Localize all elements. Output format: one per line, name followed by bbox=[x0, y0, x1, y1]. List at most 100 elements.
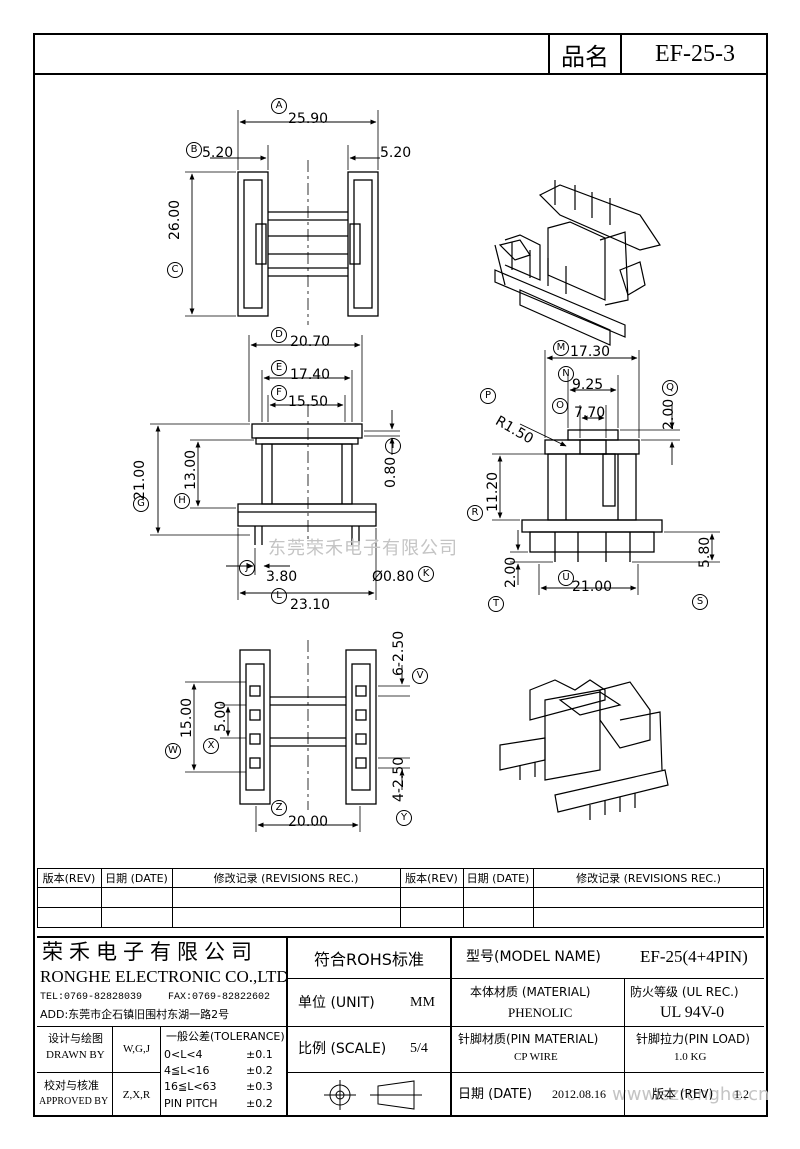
tolerance-range-4: PIN PITCH bbox=[164, 1097, 218, 1110]
rev-value: 1.2 bbox=[734, 1087, 749, 1101]
company-tel: TEL:0769-82828039 bbox=[40, 992, 143, 1003]
title-block-hline-left bbox=[37, 1072, 160, 1073]
drawing-frame bbox=[33, 33, 768, 1117]
dim-G-value: 21.00 bbox=[132, 459, 148, 500]
marker-J: J bbox=[239, 560, 255, 576]
dim-I-value: 0.80 bbox=[383, 456, 399, 488]
part-name-value: EF-25-3 bbox=[655, 40, 735, 67]
dim-R-value: 11.20 bbox=[485, 471, 501, 512]
tolerance-value-4: ±0.2 bbox=[246, 1097, 273, 1110]
dim-O-value: 7.70 bbox=[574, 405, 606, 421]
title-block-vline bbox=[160, 1026, 161, 1117]
marker-M: M bbox=[553, 340, 569, 356]
dim-N-value: 9.25 bbox=[572, 377, 604, 393]
company-address: ADD:东莞市企石镇旧围村东湖一路2号 bbox=[40, 1008, 230, 1021]
marker-X: X bbox=[203, 738, 219, 754]
dim-E-value: 17.40 bbox=[290, 367, 331, 383]
revision-table-vline bbox=[463, 868, 464, 928]
marker-A: A bbox=[271, 98, 287, 114]
marker-W: W bbox=[165, 743, 181, 759]
model-value: EF-25(4+4PIN) bbox=[640, 947, 748, 966]
part-name-label: 品名 bbox=[561, 42, 609, 71]
marker-K: K bbox=[418, 566, 434, 582]
part-name-box bbox=[33, 33, 768, 75]
rev-header-rec-2: 修改记录 (REVISIONS REC.) bbox=[576, 871, 721, 885]
model-label: 型号(MODEL NAME) bbox=[466, 949, 601, 965]
pin-load-value: 1.0 KG bbox=[674, 1051, 707, 1063]
company-fax: FAX:0769-82822602 bbox=[168, 992, 271, 1003]
marker-F: F bbox=[271, 385, 287, 401]
fire-label: 防火等级 (UL REC.) bbox=[630, 985, 739, 999]
dim-J-value: 3.80 bbox=[266, 569, 298, 585]
rohs-label: 符合ROHS标准 bbox=[314, 950, 424, 969]
rev-header-rev-1: 版本(REV) bbox=[42, 871, 96, 885]
drawn-label-cn: 设计与绘图 bbox=[48, 1032, 103, 1045]
marker-G: G bbox=[133, 496, 149, 512]
drawn-label-en: DRAWN BY bbox=[46, 1049, 105, 1061]
rev-header-date-1: 日期 (DATE) bbox=[105, 871, 168, 885]
part-name-divider2 bbox=[620, 33, 622, 75]
title-block-hline bbox=[286, 1026, 764, 1027]
technical-drawing bbox=[150, 110, 720, 832]
watermark-url: www.szronghe.cn bbox=[612, 1084, 770, 1105]
dim-M-value: 17.30 bbox=[570, 344, 611, 360]
dim-T-value: 2.00 bbox=[503, 556, 519, 588]
marker-C: C bbox=[167, 262, 183, 278]
side-view bbox=[492, 350, 720, 595]
tolerance-value-3: ±0.3 bbox=[246, 1080, 273, 1093]
tolerance-range-2: 4≦L<16 bbox=[164, 1064, 210, 1077]
dim-U-value: 21.00 bbox=[572, 579, 613, 595]
marker-P: P bbox=[480, 388, 496, 404]
dim-Y-value: 4-2.50 bbox=[391, 756, 407, 802]
drawn-value: W,G,J bbox=[122, 1043, 151, 1055]
dim-B2-value: 5.20 bbox=[380, 145, 412, 161]
marker-B: B bbox=[186, 142, 202, 158]
marker-Z: Z bbox=[271, 800, 287, 816]
marker-Y: Y bbox=[396, 810, 412, 826]
dim-C-value: 26.00 bbox=[167, 199, 183, 240]
dim-A-value: 25.90 bbox=[288, 111, 329, 127]
date-value: 2012.08.16 bbox=[552, 1087, 606, 1101]
dim-L-value: 23.10 bbox=[290, 597, 331, 613]
front-view bbox=[150, 335, 400, 600]
rev-label: 版本 (REV) bbox=[652, 1087, 714, 1101]
marker-V: V bbox=[412, 668, 428, 684]
dim-H-value: 13.00 bbox=[183, 449, 199, 490]
pin-material-value: CP WIRE bbox=[514, 1051, 558, 1063]
dim-Q-value: 2.00 bbox=[661, 398, 677, 430]
marker-S: S bbox=[692, 594, 708, 610]
marker-T: T bbox=[488, 596, 504, 612]
revision-table-vline bbox=[533, 868, 534, 928]
fire-value: UL 94V-0 bbox=[660, 1004, 725, 1021]
revision-table-vline bbox=[101, 868, 102, 928]
dim-S-value: 5.80 bbox=[697, 536, 713, 568]
title-block bbox=[37, 936, 764, 1117]
unit-label: 单位 (UNIT) bbox=[298, 995, 375, 1011]
scale-value: 5/4 bbox=[410, 1041, 428, 1056]
title-block-hline-left bbox=[37, 1026, 286, 1027]
marker-I: I bbox=[385, 438, 401, 454]
dim-X-value: 5.00 bbox=[213, 700, 229, 732]
rev-header-date-2: 日期 (DATE) bbox=[466, 871, 530, 885]
material-label: 本体材质 (MATERIAL) bbox=[470, 985, 591, 999]
rev-header-rev-2: 版本(REV) bbox=[405, 871, 458, 885]
marker-E: E bbox=[271, 360, 287, 376]
tolerance-range-1: 0<L<4 bbox=[164, 1048, 203, 1061]
dim-B-value: 5.20 bbox=[202, 145, 234, 161]
marker-O: O bbox=[552, 398, 568, 414]
bottom-view bbox=[185, 640, 410, 832]
tolerance-value-2: ±0.2 bbox=[246, 1064, 273, 1077]
pin-load-label: 针脚拉力(PIN LOAD) bbox=[636, 1032, 750, 1046]
title-block-hline bbox=[286, 1072, 764, 1073]
marker-H: H bbox=[174, 493, 190, 509]
tolerance-title: 一般公差(TOLERANCE) bbox=[166, 1030, 285, 1043]
dim-V-value: 6-2.50 bbox=[391, 630, 407, 676]
marker-N: N bbox=[558, 366, 574, 382]
dim-Z-value: 20.00 bbox=[288, 814, 329, 830]
marker-L: L bbox=[271, 588, 287, 604]
part-name-divider1 bbox=[548, 33, 550, 75]
title-block-vline-right bbox=[624, 978, 625, 1117]
company-name-cn: 荣禾电子有限公司 bbox=[42, 940, 258, 964]
dim-K-value: Ø0.80 bbox=[372, 569, 415, 585]
watermark-company: 东莞荣禾电子有限公司 bbox=[268, 538, 458, 559]
